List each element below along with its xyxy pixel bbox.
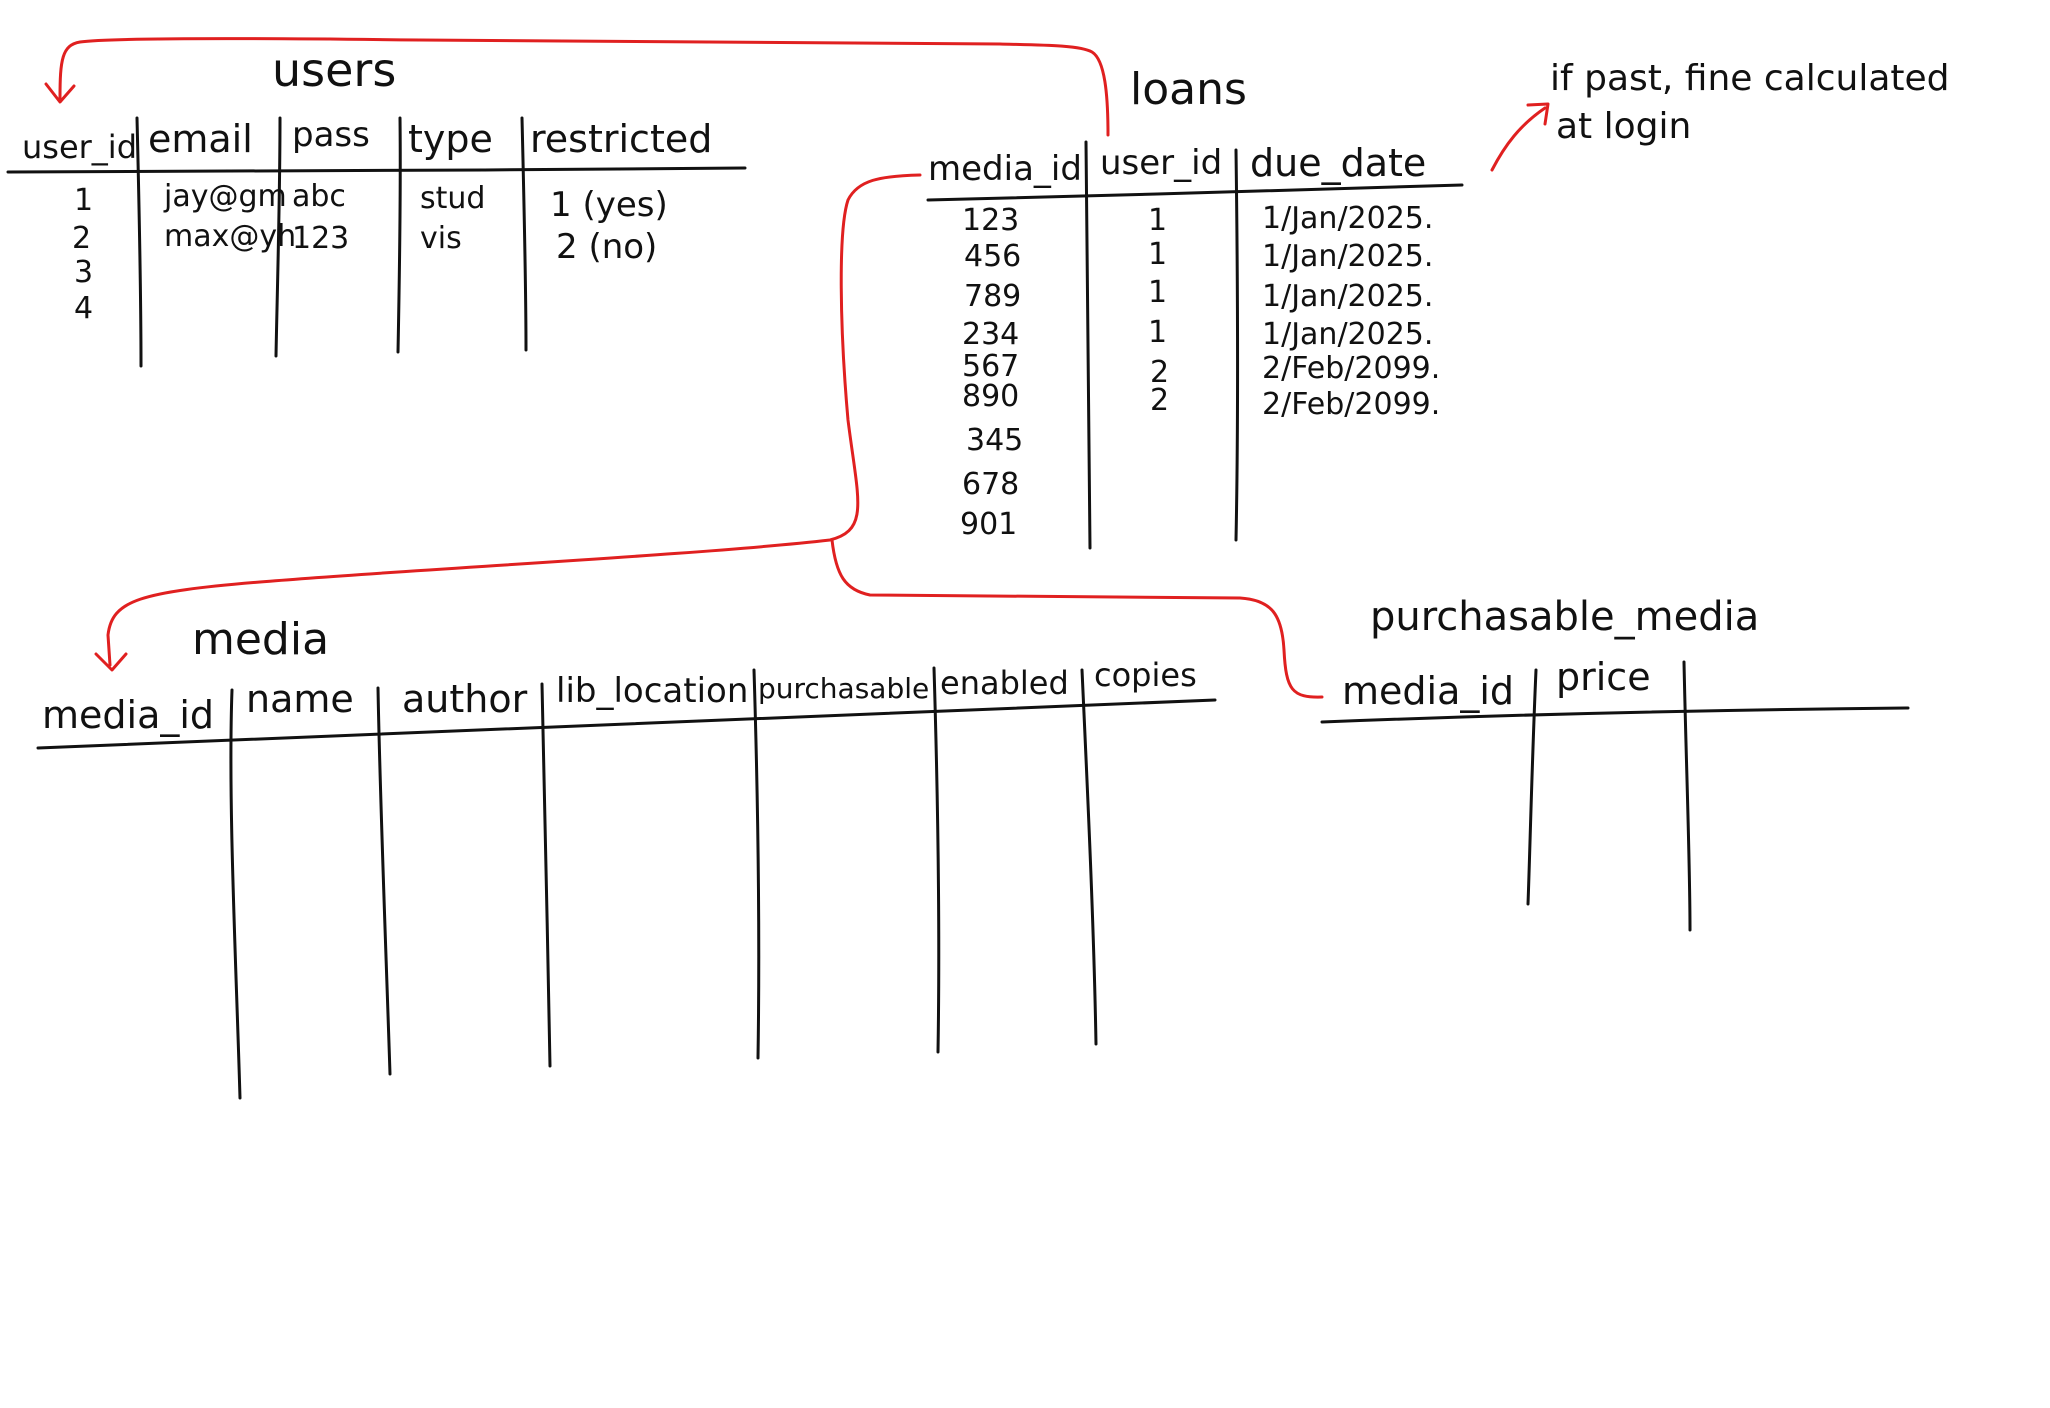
- users-cell: 2: [72, 221, 91, 256]
- purchasable-media-table: purchasable_media media_id price: [1320, 594, 1910, 932]
- purchasable-media-header-row: media_id price: [1342, 655, 1651, 713]
- users-cell: 1 (yes): [550, 185, 668, 225]
- media-table: media media_id name author lib_location …: [36, 614, 1217, 1100]
- note-line-2: at login: [1556, 106, 1691, 147]
- purchasable-header-media-id: media_id: [1342, 669, 1514, 713]
- loans-cell: 1: [1148, 315, 1167, 350]
- users-header-restricted: restricted: [530, 117, 712, 161]
- loans-cell: 789: [964, 279, 1021, 314]
- media-header-lib-location: lib_location: [556, 671, 748, 711]
- loans-cell: 1/Jan/2025.: [1262, 317, 1433, 352]
- arrowhead-note-icon: [1526, 102, 1550, 126]
- purchasable-header-underline: [1320, 706, 1910, 724]
- loans-cell: 901: [960, 507, 1017, 542]
- loans-header-due-date: due_date: [1250, 141, 1426, 185]
- loans-header-underline: [926, 183, 1464, 202]
- users-cell: 2 (no): [556, 227, 657, 267]
- loans-cell: 2: [1150, 355, 1169, 390]
- purchasable-header-price: price: [1556, 655, 1651, 699]
- users-rows: 1 jay@gm abc stud 1 (yes) 2 max@yh 123 v…: [72, 179, 668, 326]
- users-cell: 4: [74, 291, 93, 326]
- loans-cell: 2: [1150, 383, 1169, 418]
- users-cell: stud: [420, 181, 485, 216]
- note-arrow: [1490, 106, 1547, 172]
- link-loans-user-to-users: [58, 37, 1110, 137]
- link-loans-media-to-media: [106, 173, 922, 667]
- purchasable-divider-1: [1526, 668, 1538, 906]
- loans-cell: 678: [962, 467, 1019, 502]
- loans-cell: 2/Feb/2099.: [1262, 351, 1440, 386]
- loans-cell: 890: [962, 379, 1019, 414]
- media-divider-6: [1080, 668, 1098, 1046]
- users-cell: jay@gm: [163, 179, 287, 214]
- media-header-author: author: [402, 677, 528, 721]
- loans-header-row: media_id user_id due_date: [928, 141, 1426, 189]
- loans-cell: 1: [1148, 237, 1167, 272]
- users-title: users: [272, 43, 396, 97]
- fine-note: if past, fine calculated at login: [1550, 58, 1950, 147]
- loans-divider-1: [1084, 140, 1092, 550]
- media-divider-2: [376, 686, 392, 1076]
- purchasable-media-title: purchasable_media: [1370, 594, 1759, 640]
- users-cell: vis: [420, 221, 462, 256]
- users-divider-4: [520, 116, 528, 352]
- loans-divider-2: [1234, 148, 1239, 542]
- loans-cell: 456: [964, 239, 1021, 274]
- note-line-1: if past, fine calculated: [1550, 58, 1950, 99]
- media-divider-3: [540, 682, 552, 1068]
- users-cell: max@yh: [164, 219, 296, 254]
- users-header-pass: pass: [292, 115, 370, 155]
- users-header-user-id: user_id: [22, 128, 137, 166]
- media-divider-4: [752, 668, 761, 1060]
- loans-rows: 123 1 1/Jan/2025. 456 1 1/Jan/2025. 789 …: [960, 201, 1440, 542]
- loans-cell: 1/Jan/2025.: [1262, 201, 1433, 236]
- users-cell: 1: [74, 183, 93, 218]
- users-divider-2: [274, 116, 282, 358]
- loans-cell: 1/Jan/2025.: [1262, 279, 1433, 314]
- loans-cell: 1: [1148, 203, 1167, 238]
- loans-cell: 345: [966, 423, 1023, 458]
- loans-header-user-id: user_id: [1100, 143, 1222, 183]
- media-header-row: media_id name author lib_location purcha…: [42, 656, 1197, 737]
- loans-cell: 1: [1148, 275, 1167, 310]
- loans-cell: 234: [962, 317, 1019, 352]
- media-header-media-id: media_id: [42, 693, 214, 737]
- users-header-email: email: [148, 117, 253, 161]
- media-title: media: [192, 614, 329, 665]
- loans-header-media-id: media_id: [928, 149, 1082, 189]
- users-divider-3: [396, 116, 402, 354]
- media-header-name: name: [246, 677, 354, 721]
- media-header-purchasable: purchasable: [758, 672, 929, 705]
- loans-cell: 2/Feb/2099.: [1262, 387, 1440, 422]
- arrowhead-media-icon: [94, 652, 128, 672]
- media-divider-5: [932, 666, 941, 1054]
- users-divider-1: [135, 116, 143, 368]
- media-header-enabled: enabled: [940, 664, 1069, 702]
- users-header-row: user_id email pass type restricted: [22, 115, 712, 166]
- loans-cell: 123: [962, 203, 1019, 238]
- arrowhead-users-icon: [44, 82, 76, 104]
- users-header-underline: [6, 166, 747, 174]
- loans-cell: 1/Jan/2025.: [1262, 239, 1433, 274]
- link-loans-media-to-purchasable: [830, 538, 1324, 699]
- media-header-copies: copies: [1094, 656, 1197, 694]
- loans-cell: 567: [962, 349, 1019, 384]
- loans-title: loans: [1130, 64, 1247, 115]
- loans-table: loans media_id user_id due_date 123 1 1/…: [926, 64, 1464, 550]
- users-cell: abc: [292, 179, 346, 214]
- relationship-links: [44, 37, 1550, 699]
- media-header-underline: [36, 698, 1217, 750]
- users-cell: 123: [292, 221, 349, 256]
- media-divider-1: [229, 688, 242, 1100]
- users-cell: 3: [74, 255, 93, 290]
- users-table: users user_id email pass type restricted…: [6, 43, 747, 368]
- purchasable-divider-2: [1682, 660, 1692, 932]
- users-header-type: type: [408, 117, 493, 161]
